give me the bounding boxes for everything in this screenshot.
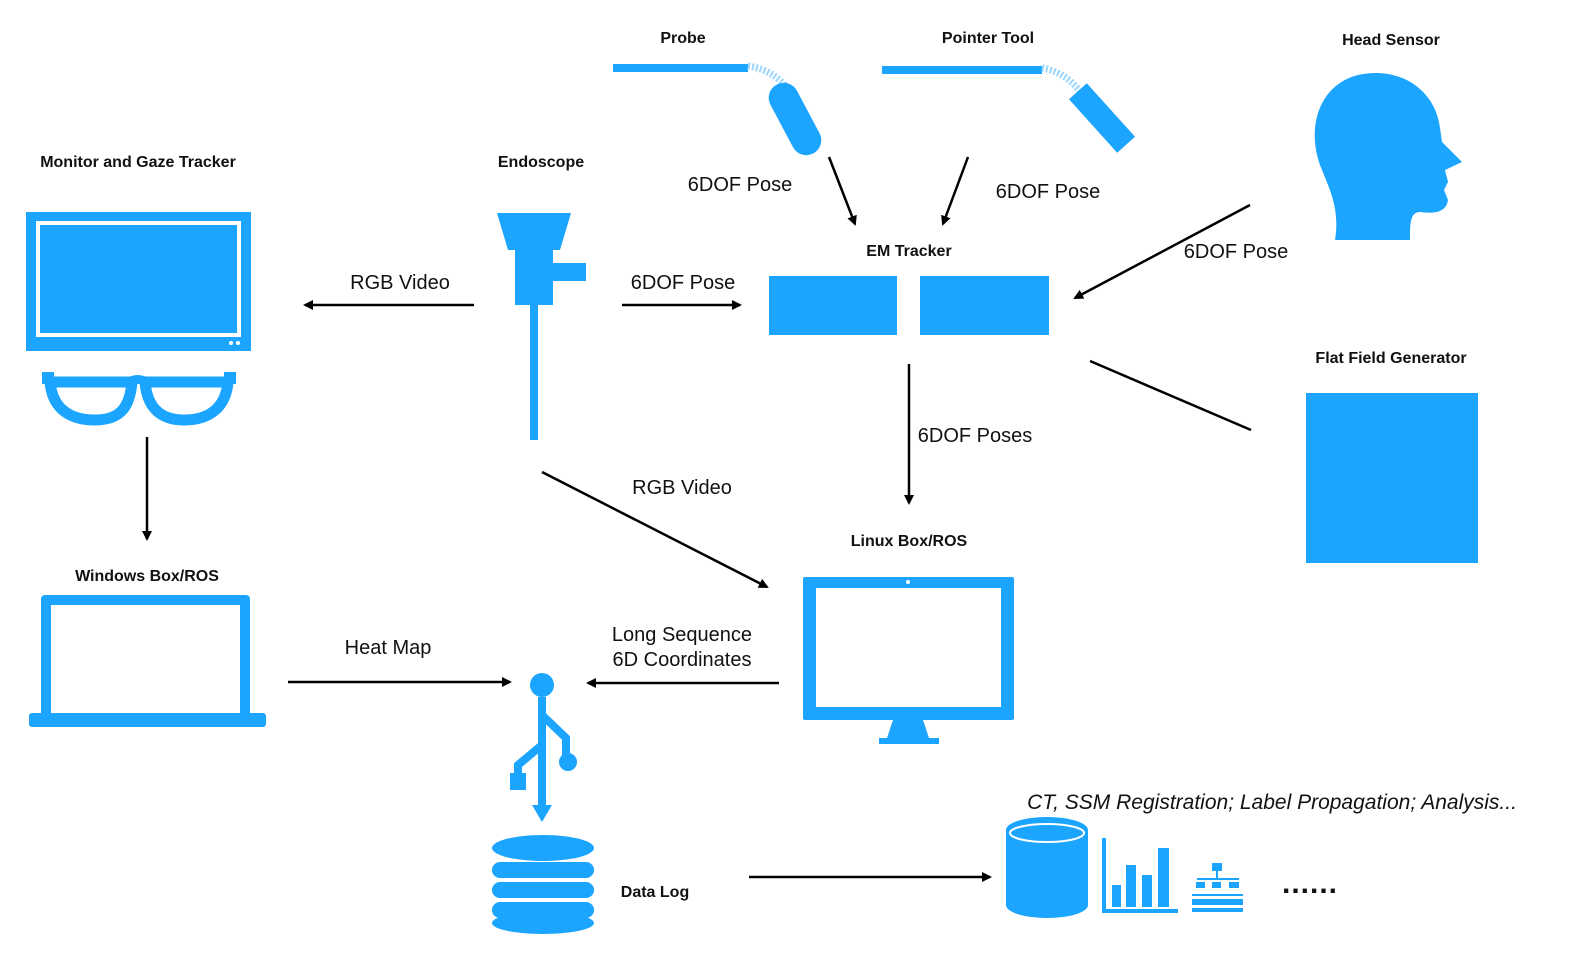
head-pose-label: 6DOF Pose: [1184, 241, 1288, 263]
long-sequence-label: Long Sequence: [612, 624, 752, 646]
pointer-tool-icon: [882, 64, 1136, 153]
probe-label: Probe: [660, 30, 705, 47]
flat-field-label: Flat Field Generator: [1315, 350, 1466, 367]
em-poses-label: 6DOF Poses: [918, 425, 1032, 447]
head-sensor-label: Head Sensor: [1342, 32, 1440, 49]
6d-coordinates-label: 6D Coordinates: [613, 649, 752, 671]
probe-pose-label: 6DOF Pose: [688, 174, 792, 196]
glasses-icon: [42, 372, 236, 426]
bar-chart-icon: [1102, 838, 1178, 913]
pointer-tool-label: Pointer Tool: [942, 30, 1034, 47]
endoscope-pose-label: 6DOF Pose: [631, 272, 735, 294]
database-icon: [492, 835, 594, 934]
linux-box-label: Linux Box/ROS: [851, 533, 968, 550]
em-tracker-label: EM Tracker: [866, 243, 951, 260]
rgb-video-linux-label: RGB Video: [632, 477, 732, 499]
data-log-label: Data Log: [621, 884, 689, 901]
hierarchy-icon: [1192, 863, 1243, 912]
head-icon: [1314, 72, 1462, 240]
cylinder-database-icon: [1006, 817, 1088, 918]
pointer-to-em-arrow: [941, 156, 970, 226]
heat-map-label: Heat Map: [345, 637, 432, 659]
endoscope-label: Endoscope: [498, 154, 584, 171]
arrows: [142, 156, 1252, 882]
usb-icon: [510, 673, 577, 822]
rgb-video-monitor-label: RGB Video: [350, 272, 450, 294]
desktop-computer-icon: [803, 577, 1014, 744]
monitor-gaze-label: Monitor and Gaze Tracker: [40, 154, 236, 171]
probe-icon: [613, 62, 822, 156]
endoscope-icon: [497, 213, 586, 440]
laptop-icon: [29, 595, 266, 727]
endoscope-to-linux-arrow: [541, 470, 769, 589]
pointer-pose-label: 6DOF Pose: [996, 181, 1100, 203]
analysis-caption: CT, SSM Registration; Label Propagation;…: [1027, 791, 1517, 814]
windows-box-label: Windows Box/ROS: [75, 568, 219, 585]
flat-field-generator-icon: [1306, 393, 1478, 563]
monitor-icon: [26, 212, 251, 351]
probe-to-em-arrow: [827, 156, 857, 226]
more-dots: ......: [1282, 867, 1338, 900]
em-to-flatfield-line: [1089, 359, 1252, 432]
em-tracker-icon: [769, 276, 1049, 335]
head-to-em-arrow: [1073, 203, 1251, 300]
